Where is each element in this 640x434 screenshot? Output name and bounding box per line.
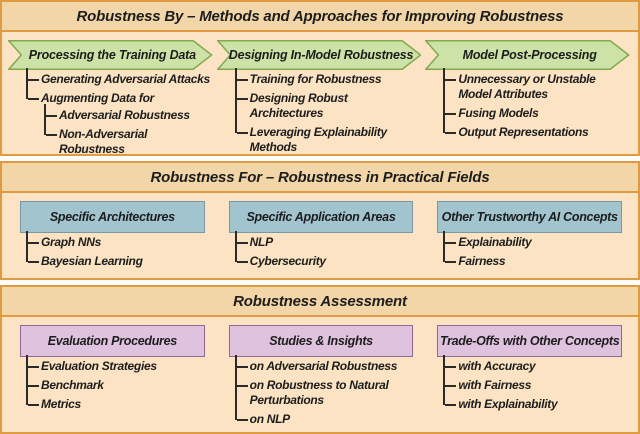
tree-item: Leveraging Explainability Methods (234, 121, 424, 154)
tree-item: Unnecessary or Unstable Model Attributes (443, 68, 632, 104)
tree-item: with Explainability (443, 393, 632, 414)
tree-item-label: Fairness (458, 254, 506, 268)
column-header-label: Trade-Offs with Other Concepts (439, 334, 620, 348)
column-header-label: Other Trustworthy AI Concepts (441, 210, 618, 224)
column-header-label: Processing the Training Data (28, 48, 196, 62)
chevron-arrow-icon (425, 40, 630, 70)
section-body: Processing the Training Data Generating … (2, 32, 638, 156)
column-header-label: Specific Application Areas (246, 210, 396, 224)
column-header-box: Other Trustworthy AI Concepts (437, 201, 623, 233)
tree-item: with Accuracy (443, 355, 632, 376)
tree: on Adversarial Robustness on Robustness … (234, 355, 424, 429)
tree-item: Metrics (26, 393, 215, 414)
column-header-label: Studies & Insights (269, 334, 373, 348)
arrow-banner: Processing the Training Data (8, 40, 213, 70)
tree-item-label: Benchmark (41, 378, 104, 392)
column-header-label: Designing In-Model Robustness (228, 48, 414, 62)
tree-item: Benchmark (26, 374, 215, 395)
tree-item: Fairness (443, 250, 632, 271)
tree-item-label: Adversarial Robustness (59, 108, 190, 122)
tree-item-label: Leveraging Explainability Methods (249, 125, 388, 154)
column-header-box: Specific Application Areas (228, 201, 414, 233)
column-processing-training-data: Processing the Training Data Generating … (6, 38, 215, 156)
section-robustness-for: Robustness For – Robustness in Practical… (0, 161, 640, 280)
tree-item-label: with Fairness (458, 378, 532, 392)
column-in-model-robustness: Designing In-Model Robustness Training f… (215, 38, 424, 154)
tree-item-label: with Explainability (458, 397, 558, 411)
tree: NLP Cybersecurity (234, 231, 424, 271)
tree-item-label: Generating Adversarial Attacks (41, 72, 210, 86)
tree-item-label: Cybersecurity (249, 254, 326, 268)
section-robustness-by: Robustness By – Methods and Approaches f… (0, 0, 640, 156)
section-title: Robustness Assessment (2, 287, 638, 317)
tree-item-label: Unnecessary or Unstable Model Attributes (458, 72, 596, 101)
column-trade-offs: Trade-Offs with Other Concepts with Accu… (423, 323, 632, 430)
tree: Training for Robustness Designing Robust… (234, 68, 424, 154)
column-specific-architectures: Specific Architectures Graph NNs Bayesia… (6, 199, 215, 276)
tree-item: Cybersecurity (234, 250, 424, 271)
tree-item-label: Evaluation Strategies (41, 359, 157, 373)
tree-item: on Robustness to Natural Perturbations (234, 374, 424, 410)
tree-item: Fusing Models (443, 102, 632, 123)
section-body: Evaluation Procedures Evaluation Strateg… (2, 317, 638, 432)
tree-item-label: Fusing Models (458, 106, 539, 120)
column-studies-insights: Studies & Insights on Adversarial Robust… (215, 323, 424, 430)
section-robustness-assessment: Robustness Assessment Evaluation Procedu… (0, 285, 640, 434)
tree-item-label: on Adversarial Robustness (249, 359, 398, 373)
tree-item-label: Designing Robust Architectures (249, 91, 348, 120)
column-header-label: Evaluation Procedures (47, 334, 177, 348)
tree-item-label: on Robustness to Natural Perturbations (249, 378, 389, 407)
column-specific-application-areas: Specific Application Areas NLP Cybersecu… (215, 199, 424, 276)
column-header-box: Evaluation Procedures (20, 325, 205, 357)
tree-item: Designing Robust Architectures (234, 87, 424, 123)
tree-item: Bayesian Learning (26, 250, 215, 271)
tree: with Accuracy with Fairness with Explain… (443, 355, 632, 414)
tree: Unnecessary or Unstable Model Attributes… (443, 68, 632, 142)
tree-item: Graph NNs (26, 231, 215, 252)
tree-item: Explainability (443, 231, 632, 252)
tree-item: Augmenting Data for Adversarial Robustne… (26, 87, 215, 156)
arrow-banner: Designing In-Model Robustness (217, 40, 422, 70)
tree-item-label: Explainability (458, 235, 532, 249)
column-header-label: Model Post-Processing (462, 48, 597, 62)
tree: Generating Adversarial Attacks Augmentin… (26, 68, 215, 156)
tree-item: Evaluation Strategies (26, 355, 215, 376)
chevron-arrow-icon (8, 40, 213, 70)
tree-item-label: Non-Adversarial Robustness (59, 127, 148, 156)
tree-item-label: with Accuracy (458, 359, 536, 373)
column-header-label: Specific Architectures (49, 210, 175, 224)
tree-item: Training for Robustness (234, 68, 424, 89)
tree-item: Output Representations (443, 121, 632, 142)
tree: Graph NNs Bayesian Learning (26, 231, 215, 271)
tree-item: with Fairness (443, 374, 632, 395)
column-evaluation-procedures: Evaluation Procedures Evaluation Strateg… (6, 323, 215, 430)
tree-item: NLP (234, 231, 424, 252)
tree-item-label: Bayesian Learning (41, 254, 143, 268)
tree-item: on Adversarial Robustness (234, 355, 424, 376)
tree: Explainability Fairness (443, 231, 632, 271)
column-header-box: Studies & Insights (228, 325, 414, 357)
column-header-box: Specific Architectures (20, 201, 205, 233)
tree-item-label: NLP (249, 235, 273, 249)
section-title: Robustness For – Robustness in Practical… (2, 163, 638, 193)
tree-item: Generating Adversarial Attacks (26, 68, 215, 89)
tree-item: Non-Adversarial Robustness (44, 123, 213, 156)
section-body: Specific Architectures Graph NNs Bayesia… (2, 193, 638, 278)
tree-item: on NLP (234, 408, 424, 429)
column-other-trustworthy-ai: Other Trustworthy AI Concepts Explainabi… (423, 199, 632, 276)
tree-item-label: Augmenting Data for (41, 91, 154, 105)
column-header-box: Trade-Offs with Other Concepts (437, 325, 623, 357)
tree: Evaluation Strategies Benchmark Metrics (26, 355, 215, 414)
tree-item: Adversarial Robustness (44, 104, 213, 125)
column-model-post-processing: Model Post-Processing Unnecessary or Uns… (423, 38, 632, 154)
tree-item-label: on NLP (249, 412, 291, 426)
tree-item-label: Graph NNs (41, 235, 101, 249)
section-title: Robustness By – Methods and Approaches f… (2, 2, 638, 32)
subtree: Adversarial Robustness Non-Adversarial R… (44, 104, 213, 156)
chevron-arrow-icon (217, 40, 422, 70)
tree-item-label: Metrics (41, 397, 81, 411)
tree-item-label: Training for Robustness (249, 72, 382, 86)
arrow-banner: Model Post-Processing (425, 40, 630, 70)
tree-item-label: Output Representations (458, 125, 589, 139)
